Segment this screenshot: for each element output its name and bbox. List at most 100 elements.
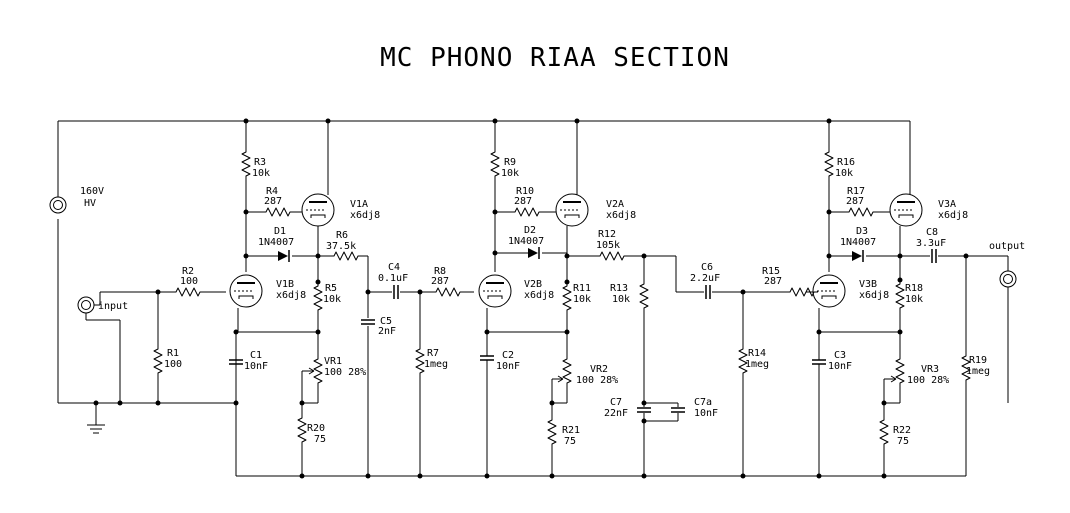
r9-value: 10k: [501, 168, 519, 179]
tube-v1b: V1B x6dj8: [229, 274, 306, 308]
r20-ref: R20: [307, 423, 325, 434]
resistor-r8: R8 287: [431, 266, 465, 297]
v1a-ref: V1A: [350, 199, 368, 210]
tube-v1a: V1A x6dj8: [301, 193, 380, 227]
pot-vr2: VR2 100 28%: [557, 354, 618, 388]
capacitor-c4: C4 0.1uF: [378, 262, 408, 300]
r7-ref: R7: [427, 348, 439, 359]
r2-ref: R2: [182, 266, 194, 277]
r15-ref: R15: [762, 266, 780, 277]
capacitor-c3: C3 10nF: [811, 350, 852, 372]
resistor-r4: R4 287: [261, 186, 295, 217]
resistor-r14: R14 1meg: [738, 344, 769, 378]
capacitor-c5: C5 2nF: [360, 316, 396, 337]
r11-ref: R11: [573, 283, 591, 294]
input-label: input: [98, 301, 128, 312]
r2-value: 100: [180, 276, 198, 287]
resistor-r16: R16 10k: [824, 147, 855, 181]
r17-value: 287: [846, 196, 864, 207]
r22-ref: R22: [893, 425, 911, 436]
vr2-ref: VR2: [590, 364, 608, 375]
resistor-r2: R2 100: [171, 266, 205, 297]
resistor-r12: R12 105k: [595, 229, 629, 261]
r19-value: 1meg: [966, 366, 990, 377]
r19-ref: R19: [969, 355, 987, 366]
resistor-r5: R5 10k: [313, 281, 341, 315]
v1a-type: x6dj8: [350, 210, 380, 221]
resistor-r20: R20 75: [297, 413, 326, 447]
capacitor-c7: C7 22nF: [604, 397, 652, 419]
v1b-ref: V1B: [276, 279, 294, 290]
diode-d1: D1 1N4007: [258, 226, 294, 263]
c2-value: 10nF: [496, 361, 520, 372]
vr1-value: 100 28%: [324, 367, 366, 378]
v2b-type: x6dj8: [524, 290, 554, 301]
d3-value: 1N4007: [840, 237, 876, 248]
r21-value: 75: [564, 436, 576, 447]
r5-value: 10k: [323, 294, 341, 305]
resistor-r6: R6 37.5k: [326, 230, 363, 261]
resistor-r15: R15 287: [762, 266, 819, 297]
c8-ref: C8: [926, 227, 938, 238]
r11-value: 10k: [573, 294, 591, 305]
resistor-r3: R3 10k: [241, 147, 270, 181]
r3-ref: R3: [254, 157, 266, 168]
r21-ref: R21: [562, 425, 580, 436]
r7-value: 1meg: [424, 359, 448, 370]
resistor-r9: R9 10k: [490, 147, 519, 181]
v3b-ref: V3B: [859, 279, 877, 290]
c7a-ref: C7a: [694, 397, 712, 408]
resistor-r18: R18 10k: [895, 279, 923, 313]
supply-voltage-label: 160V: [80, 186, 104, 197]
input-jack: input: [77, 296, 128, 314]
c6-ref: C6: [701, 262, 713, 273]
wires: [57, 120, 1009, 477]
resistor-r21: R21 75: [547, 415, 580, 449]
r8-ref: R8: [434, 266, 446, 277]
r10-value: 287: [514, 196, 532, 207]
vr3-value: 100 28%: [907, 375, 949, 386]
v3a-ref: V3A: [938, 199, 956, 210]
r1-value: 100: [164, 359, 182, 370]
v3b-type: x6dj8: [859, 290, 889, 301]
c2-ref: C2: [502, 350, 514, 361]
capacitor-c6: C6 2.2uF: [690, 262, 720, 300]
schematic-title: MC PHONO RIAA SECTION: [380, 43, 730, 73]
c8-value: 3.3uF: [916, 238, 946, 249]
d2-ref: D2: [524, 225, 536, 236]
c7a-value: 10nF: [694, 408, 718, 419]
tube-v3a: V3A x6dj8: [889, 193, 968, 227]
r8-value: 287: [431, 276, 449, 287]
capacitor-c7a: C7a 10nF: [670, 397, 718, 419]
c5-value: 2nF: [378, 326, 396, 337]
r14-ref: R14: [748, 348, 766, 359]
output-jack: output: [989, 241, 1025, 288]
resistor-r22: R22 75: [879, 415, 911, 449]
v1b-type: x6dj8: [276, 290, 306, 301]
r6-value: 37.5k: [326, 241, 356, 252]
tube-v2b: V2B x6dj8: [478, 274, 554, 308]
junction-dots: [93, 118, 969, 479]
r22-value: 75: [897, 436, 909, 447]
r13-ref: R13: [610, 283, 628, 294]
tube-v3b: V3B x6dj8: [812, 274, 889, 308]
r6-ref: R6: [336, 230, 348, 241]
r4-value: 287: [264, 196, 282, 207]
resistor-r1: R1 100: [153, 344, 182, 378]
vr2-value: 100 28%: [576, 375, 618, 386]
resistor-r7: R7 1meg: [415, 344, 448, 378]
r1-ref: R1: [167, 348, 179, 359]
tube-v2a: V2A x6dj8: [555, 193, 636, 227]
pot-vr3: VR3 100 28%: [890, 354, 949, 388]
r14-value: 1meg: [745, 359, 769, 370]
v2a-type: x6dj8: [606, 210, 636, 221]
vr1-ref: VR1: [324, 356, 342, 367]
r9-ref: R9: [504, 157, 516, 168]
v2b-ref: V2B: [524, 279, 542, 290]
d2-value: 1N4007: [508, 236, 544, 247]
r16-value: 10k: [835, 168, 853, 179]
ground-symbol: [87, 424, 105, 434]
resistor-r11: R11 10k: [562, 281, 591, 315]
c1-value: 10nF: [244, 361, 268, 372]
